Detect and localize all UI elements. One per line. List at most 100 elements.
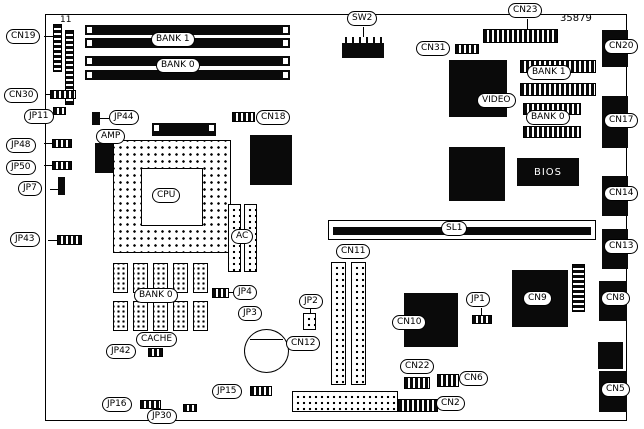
cn11-header-a: [331, 262, 346, 385]
simm-slot-bank1-a: [85, 25, 290, 35]
label-cn19: CN19: [6, 29, 41, 44]
label-amp: AMP: [96, 129, 126, 144]
leader-jp44: [100, 118, 109, 119]
label-sw2: SW2: [347, 11, 378, 26]
ic-chip-south: [449, 147, 505, 201]
leader-cn19: [44, 36, 53, 37]
sram-chip: [133, 263, 148, 293]
label-cn13: CN13: [604, 239, 639, 254]
label-cn18: CN18: [256, 110, 291, 125]
video-chip: [449, 60, 507, 117]
sram-chip: [173, 301, 188, 331]
label-mem-bank0: BANK 0: [156, 58, 200, 73]
label-cache-bank0: BANK 0: [134, 288, 178, 303]
label-jp30: JP30: [147, 409, 177, 424]
label-cn14: CN14: [604, 186, 639, 201]
label-cn17: CN17: [604, 113, 639, 128]
label-cache: CACHE: [136, 332, 178, 347]
label-video-bank0: BANK 0: [526, 110, 570, 125]
jumper-jp48: [52, 139, 72, 148]
label-cpu: CPU: [152, 188, 181, 203]
sw2-dip-switch: [342, 43, 384, 58]
jumper-jp7: [58, 177, 65, 195]
leader-jp1: [481, 308, 482, 315]
label-cn9: CN9: [523, 291, 552, 306]
connector-cn2: [398, 399, 438, 412]
label-cn12: CN12: [286, 336, 321, 351]
jumper-jp16: [140, 400, 161, 409]
label-jp50: JP50: [6, 160, 36, 175]
video-bank0-slot-b: [523, 126, 581, 138]
simm-slot-bank0-b: [85, 70, 290, 80]
label-cn8: CN8: [601, 291, 630, 306]
jumper-jp50: [52, 161, 72, 170]
connector-cn6: [437, 374, 459, 387]
label-jp42: JP42: [106, 344, 136, 359]
leader-jp50: [44, 165, 52, 166]
edge-connector-b: [65, 30, 74, 105]
leader-jp7: [50, 189, 58, 190]
jumper-cn30: [50, 90, 76, 99]
edge-connector-a: [53, 24, 62, 72]
label-cn20: CN20: [604, 39, 639, 54]
label-video: VIDEO: [477, 93, 516, 108]
sram-chip: [193, 301, 208, 331]
sram-chip: [113, 263, 128, 293]
amp-slot: [152, 123, 216, 136]
connector-cn22: [404, 377, 430, 389]
connector-cn18: [232, 112, 255, 122]
jumper-jp42: [148, 348, 163, 357]
leader-cn30: [46, 94, 51, 95]
label-jp7: JP7: [18, 181, 42, 196]
label-sl1: SL1: [441, 221, 468, 236]
ic-chip-north: [250, 135, 292, 185]
jumper-jp15: [250, 386, 272, 396]
sram-chip: [133, 301, 148, 331]
jumper-jp44: [92, 112, 100, 125]
label-cn31: CN31: [416, 41, 451, 56]
jumper-jp30: [183, 404, 197, 412]
sram-chip: [173, 263, 188, 293]
label-jp15: JP15: [212, 384, 242, 399]
jumper-jp43: [57, 235, 82, 245]
leader-cn23: [527, 19, 528, 29]
bios-chip: BIOS: [517, 158, 579, 186]
label-jp48: JP48: [6, 138, 36, 153]
sram-chip: [113, 301, 128, 331]
label-jp44: JP44: [109, 110, 139, 125]
label-ac: AC: [231, 229, 254, 244]
sw2-pins: [345, 37, 382, 43]
connector-cn23: [483, 29, 558, 43]
jumper-jp4: [212, 288, 229, 298]
leader-sw2: [363, 27, 364, 37]
label-mem-bank1: BANK 1: [151, 32, 195, 47]
leader-jp43: [48, 240, 57, 241]
label-jp3: JP3: [238, 306, 262, 321]
jumper-jp1: [472, 315, 492, 324]
label-cn6: CN6: [459, 371, 488, 386]
label-jp2: JP2: [299, 294, 323, 309]
header-strip: [572, 264, 585, 312]
sram-chip: [153, 301, 168, 331]
label-jp16: JP16: [102, 397, 132, 412]
label-cn5: CN5: [601, 382, 630, 397]
pin1-note: 11: [60, 15, 72, 25]
label-cn2: CN2: [436, 396, 465, 411]
label-cn11: CN11: [336, 244, 371, 259]
sram-chip: [153, 263, 168, 293]
cn11-header-b: [351, 262, 366, 385]
sram-chip: [193, 263, 208, 293]
connector-cn31: [455, 44, 479, 54]
part-number: 35879: [560, 13, 592, 24]
label-video-bank1: BANK 1: [527, 65, 571, 80]
label-cn10: CN10: [392, 315, 427, 330]
label-cn23: CN23: [508, 3, 543, 18]
label-jp4: JP4: [233, 285, 257, 300]
leader-jp48: [44, 143, 52, 144]
leader-jp2: [310, 309, 311, 314]
battery: [244, 329, 289, 373]
front-panel-header: [292, 391, 398, 412]
connector-unlabeled: [598, 342, 623, 369]
label-jp43: JP43: [10, 232, 40, 247]
